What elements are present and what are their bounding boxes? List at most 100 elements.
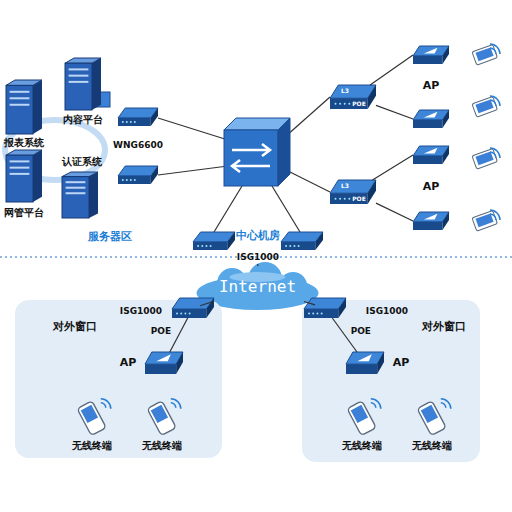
server-slot	[69, 81, 89, 83]
node-icon	[193, 232, 235, 250]
device-front	[413, 156, 443, 164]
device-shape	[281, 232, 323, 250]
server-side	[92, 58, 101, 110]
wifi-waves	[171, 399, 181, 409]
node-icon	[413, 110, 449, 128]
node-icon	[6, 80, 42, 134]
laptop-icon	[472, 148, 497, 169]
connector-line	[370, 55, 413, 119]
server-front	[65, 63, 92, 110]
ap-group: AP	[413, 46, 449, 128]
device-light	[180, 313, 182, 315]
node-icon	[62, 172, 98, 218]
device-light	[184, 313, 186, 315]
device-side	[443, 146, 450, 164]
core-switch-arrows	[232, 144, 270, 172]
node-label: AP	[390, 357, 412, 369]
server-front	[6, 85, 33, 134]
node-icon	[346, 352, 384, 374]
laptop-icon	[472, 44, 497, 65]
node-label: 认证系统	[57, 156, 107, 168]
laptop-body	[472, 210, 497, 231]
node-label: 无线终端	[336, 440, 388, 452]
wireless-terminal: 无线终端	[412, 398, 452, 438]
device-light	[126, 179, 128, 181]
ap-shape	[413, 212, 449, 230]
device-side	[443, 110, 450, 128]
terminal-screen	[421, 405, 438, 423]
link-line	[158, 118, 228, 140]
area-label: 服务器区	[78, 231, 142, 243]
device-light	[321, 313, 323, 315]
device-front	[413, 120, 443, 128]
device-side	[368, 180, 376, 204]
node-label: POE	[350, 100, 368, 107]
ap-mark	[357, 354, 371, 361]
device-side	[206, 298, 214, 318]
server-node: 网管平台	[6, 150, 42, 202]
device-front	[346, 364, 377, 374]
laptop-body	[472, 44, 497, 65]
laptop-icon	[472, 96, 497, 117]
branch-panel: 对外窗口ISG1000AP无线终端无线终端	[15, 300, 222, 458]
ap-shape	[413, 46, 449, 64]
terminal-case	[77, 401, 106, 436]
laptop-screen	[476, 47, 494, 61]
node-icon	[412, 398, 452, 438]
node-icon	[413, 212, 449, 230]
node-icon	[65, 58, 101, 110]
device-light	[308, 313, 310, 315]
node-label: WNG6600	[110, 139, 166, 151]
server-slot	[10, 173, 30, 175]
device-light	[122, 179, 124, 181]
ap-shape	[145, 352, 183, 374]
node-icon	[72, 398, 112, 438]
device-side	[176, 352, 183, 374]
node-icon	[413, 146, 449, 164]
laptop-body	[472, 96, 497, 117]
server-shape	[6, 150, 42, 202]
device-front	[281, 242, 315, 250]
device-front	[330, 98, 368, 109]
wireless-terminal: 无线终端	[72, 398, 112, 438]
laptop-screen	[476, 213, 494, 227]
server-node: 内容平台	[65, 58, 101, 110]
node-label: AP	[413, 181, 449, 193]
node-icon	[304, 298, 346, 318]
ap-mark	[424, 148, 438, 154]
node-label: 对外窗口	[45, 321, 105, 333]
link-line	[158, 166, 228, 175]
firewall-device: ISG1000	[172, 298, 214, 318]
wireless-terminal: 无线终端	[142, 398, 182, 438]
device-light	[289, 245, 291, 247]
node-icon	[172, 298, 214, 318]
internet-cloud: Internet	[200, 266, 315, 308]
l3-switch: L3POE	[330, 180, 376, 204]
device-light	[344, 103, 346, 105]
server-shape	[65, 58, 101, 110]
device-light	[122, 121, 124, 123]
device-light	[285, 245, 287, 247]
server-side	[33, 80, 42, 134]
l3-switch: L3POE	[330, 85, 376, 109]
node-label: 网管平台	[0, 207, 49, 219]
node-label: 对外窗口	[414, 321, 474, 333]
device-light	[134, 179, 136, 181]
terminal-shape	[412, 398, 452, 438]
server-slot	[69, 75, 89, 77]
node-label: 无线终端	[66, 440, 118, 452]
terminal-shape	[142, 398, 182, 438]
terminal-shape	[342, 398, 382, 438]
device-light	[197, 245, 199, 247]
node-label: L3	[338, 182, 352, 189]
terminal-screen	[81, 405, 98, 423]
terminal-body	[347, 401, 376, 436]
terminal-body	[417, 401, 446, 436]
node-icon	[142, 398, 182, 438]
ap-shape	[413, 146, 449, 164]
ap-shape	[413, 110, 449, 128]
node-label: Internet	[200, 278, 315, 296]
node-icon	[6, 150, 42, 202]
server-slot	[10, 104, 30, 106]
